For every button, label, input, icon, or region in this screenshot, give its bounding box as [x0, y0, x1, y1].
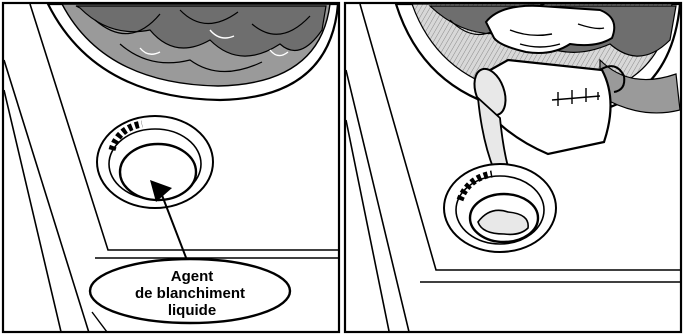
panel-left: Agent de blanchiment liquide: [4, 4, 340, 335]
bleach-callout-label: Agent de blanchiment liquide: [90, 259, 290, 323]
callout-line-3: liquide: [168, 302, 216, 319]
panel-right: [346, 0, 682, 335]
callout-line-1: Agent: [171, 268, 214, 285]
callout-line-2: de blanchiment: [135, 285, 245, 302]
bleach-dispenser-icon-right: [444, 164, 556, 252]
